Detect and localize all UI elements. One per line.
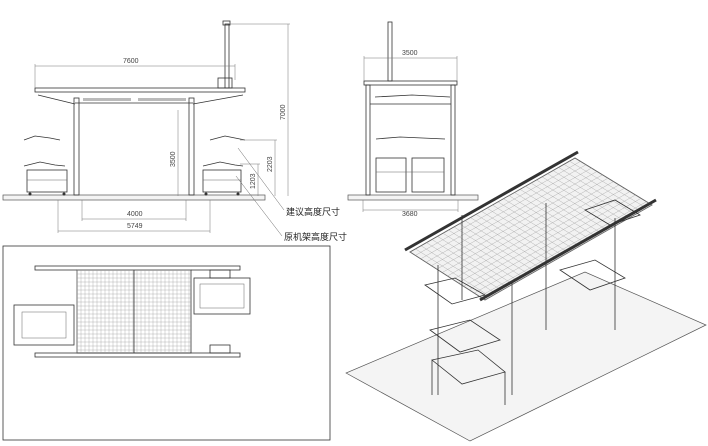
mesh-line (425, 167, 592, 263)
mesh-line (468, 194, 636, 290)
front-fixture-right (202, 135, 246, 196)
dim-side-3680: 3680 (402, 211, 418, 218)
mesh-line (420, 164, 587, 260)
mesh-line (436, 174, 603, 270)
mesh-line (474, 198, 642, 294)
iso-fixture (424, 277, 487, 305)
side-column-left (365, 84, 371, 196)
front-column-left (73, 97, 80, 196)
dim-4000: 4000 (127, 211, 143, 218)
iso-rail-front (404, 150, 579, 252)
front-fixture-left (23, 135, 68, 196)
mesh-line (415, 161, 581, 256)
mesh-line (452, 184, 620, 280)
side-ground-slab (347, 194, 479, 201)
dim-5749: 5749 (127, 223, 143, 230)
isometric-view (345, 150, 707, 442)
dim-2203: 2203 (267, 156, 274, 172)
dim-side-3500: 3500 (402, 50, 418, 57)
dim-1203: 1203 (250, 173, 257, 189)
front-mast (224, 23, 230, 89)
iso-fixture (559, 259, 626, 291)
mesh-line (409, 157, 576, 253)
dim-7600: 7600 (123, 58, 139, 65)
mesh-line (463, 191, 631, 287)
plan-frame (2, 245, 331, 441)
front-column-right (188, 97, 195, 196)
mesh-line (479, 201, 647, 297)
plan-rail-top (34, 265, 241, 271)
side-view: 3500 3680 (347, 21, 479, 218)
side-column-right (450, 84, 456, 196)
iso-rail-back (479, 198, 657, 302)
label-original-frame-height: 原机架高度尺寸 (284, 231, 347, 243)
mesh-line (484, 204, 653, 301)
label-recommended-height: 建议高度尺寸 (286, 206, 340, 218)
iso-floor (345, 271, 707, 442)
side-top-beam (363, 80, 458, 86)
iso-fixture (429, 319, 501, 353)
plan-fixture-right (193, 277, 251, 315)
front-top-beam (34, 87, 246, 93)
plan-fixture-left (13, 304, 75, 346)
front-grid-panel (83, 98, 131, 101)
mesh-line (458, 188, 625, 284)
mesh-line (442, 177, 609, 273)
mesh-line (447, 181, 614, 277)
side-mast (387, 21, 393, 82)
front-view: 7600 7000 3500 2203 1203 4000 5749 建议高度尺… (2, 20, 347, 243)
dim-3500: 3500 (170, 151, 177, 167)
iso-fixture (584, 199, 641, 226)
dim-7000: 7000 (280, 104, 287, 120)
plan-rail-bottom (34, 352, 241, 358)
front-grid-panel (138, 98, 186, 101)
mesh-line (431, 171, 598, 266)
plan-view (2, 245, 331, 441)
front-ground-slab (2, 194, 266, 201)
